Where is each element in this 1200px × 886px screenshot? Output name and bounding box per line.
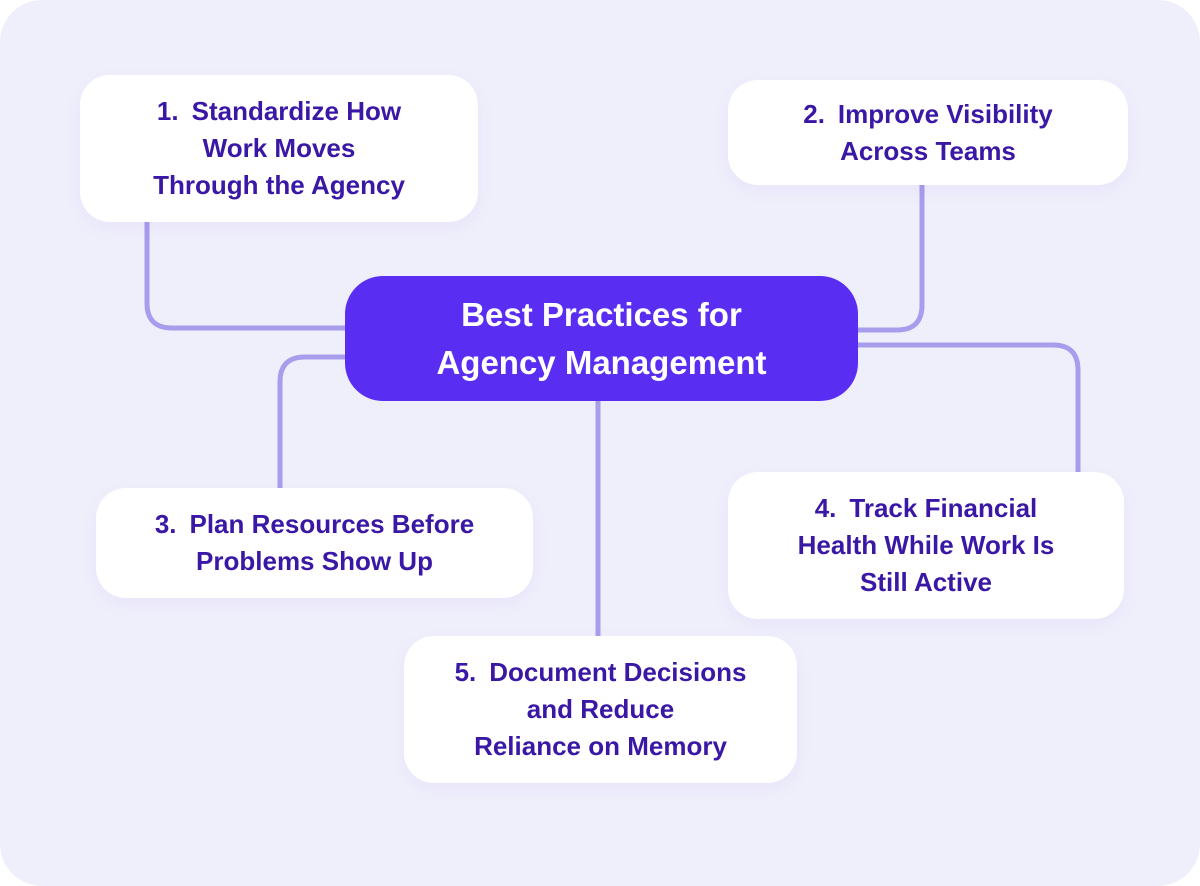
connector-center-to-node3 bbox=[277, 354, 348, 491]
node-2-label: 2. Improve Visibility Across Teams bbox=[803, 98, 1053, 166]
connector-node2-to-center bbox=[855, 182, 925, 333]
node-4-label: 4. Track Financial Health While Work Is … bbox=[797, 493, 1055, 597]
node-5-document-decisions: 5. Document Decisions and Reduce Relianc… bbox=[404, 636, 797, 783]
connector-center-to-node4 bbox=[855, 342, 1081, 475]
node-1-label: 1. Standardize How Work Moves Through th… bbox=[153, 96, 405, 200]
node-3-plan-resources: 3. Plan Resources Before Problems Show U… bbox=[96, 488, 533, 598]
center-node-label: Best Practices for Agency Management bbox=[436, 295, 767, 381]
node-3-label: 3. Plan Resources Before Problems Show U… bbox=[154, 509, 475, 576]
node-4-track-financial-health: 4. Track Financial Health While Work Is … bbox=[728, 472, 1124, 619]
node-5-label: 5. Document Decisions and Reduce Relianc… bbox=[454, 657, 747, 761]
node-2-improve-visibility: 2. Improve Visibility Across Teams bbox=[728, 80, 1128, 185]
node-1-standardize-work: 1. Standardize How Work Moves Through th… bbox=[80, 75, 478, 222]
center-node-best-practices: Best Practices for Agency Management bbox=[345, 276, 858, 401]
connector-node1-to-center bbox=[144, 219, 348, 331]
